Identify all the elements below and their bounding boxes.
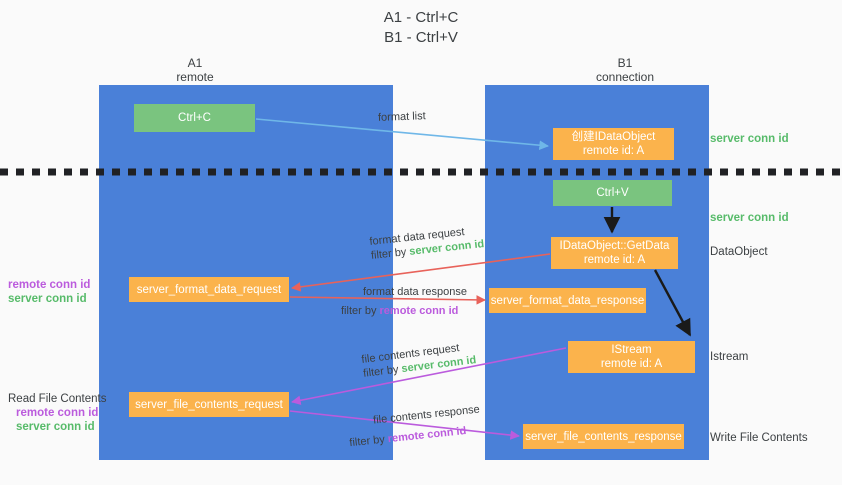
filter-value-remote-conn-id: remote conn id (387, 425, 467, 446)
annotation-dataobject: DataObject (710, 246, 768, 258)
annotation-server-conn-id-top: server conn id (710, 133, 789, 145)
box-create-idataobject-line2: remote id: A (582, 145, 645, 157)
box-server-format-data-request-label: server_format_data_request (136, 283, 282, 296)
annotation-server-conn-id-mid: server conn id (710, 212, 789, 224)
box-ctrl-v[interactable]: Ctrl+V (553, 180, 672, 206)
box-server-format-data-response-label: server_format_data_response (490, 294, 645, 307)
page-title: A1 - Ctrl+C B1 - Ctrl+V (0, 8, 842, 48)
annotation-conn-ids-upper: remote conn id server conn id (8, 278, 90, 306)
annotation-read-file-block: Read File Contents remote conn id server… (8, 392, 106, 434)
column-a1-role: remote (176, 70, 214, 84)
annotation-read-file-contents: Read File Contents (8, 393, 107, 405)
annotation-server-conn-id-2: server conn id (16, 421, 95, 433)
box-istream[interactable]: IStream remote id: A (568, 341, 695, 373)
title-line-2: B1 - Ctrl+V (384, 29, 458, 46)
box-server-format-data-response[interactable]: server_format_data_response (489, 288, 646, 313)
box-server-file-contents-response-label: server_file_contents_response (525, 430, 682, 443)
annotation-remote-conn-id-2: remote conn id (16, 407, 99, 419)
annotation-remote-conn-id-1: remote conn id (8, 279, 91, 291)
edge-label-format-list-text: format list (377, 110, 426, 124)
edge-label-format-data-response-line1: format data response (363, 286, 467, 298)
box-server-file-contents-response[interactable]: server_file_contents_response (523, 424, 684, 449)
annotation-istream: Istream (710, 351, 749, 363)
box-server-file-contents-request[interactable]: server_file_contents_request (129, 392, 289, 417)
filter-prefix: filter by (341, 305, 380, 317)
edge-label-format-data-response: format data response filter by remote co… (341, 285, 467, 318)
box-server-format-data-request[interactable]: server_format_data_request (129, 277, 289, 302)
box-create-idataobject[interactable]: 创建IDataObject remote id: A (553, 128, 674, 160)
column-b1-name: B1 (617, 56, 633, 70)
box-ctrl-c[interactable]: Ctrl+C (134, 104, 255, 132)
column-a1-name: A1 (187, 56, 203, 70)
box-create-idataobject-line1: 创建IDataObject (571, 131, 656, 143)
box-ctrl-v-label: Ctrl+V (596, 187, 629, 199)
box-istream-line1: IStream (611, 344, 652, 356)
edge-label-format-data-response-filter: filter by remote conn id (341, 304, 467, 318)
column-header-b1: B1 connection (540, 56, 710, 84)
box-ctrl-c-label: Ctrl+C (178, 112, 211, 124)
edge-label-format-list: format list (378, 109, 426, 125)
box-server-file-contents-request-label: server_file_contents_request (135, 398, 283, 411)
column-b1-role: connection (595, 70, 655, 84)
annotation-write-file-contents: Write File Contents (710, 432, 808, 444)
annotation-server-conn-id-1: server conn id (8, 293, 87, 305)
column-header-a1: A1 remote (120, 56, 270, 84)
filter-prefix: filter by (370, 245, 410, 262)
box-idataobject-getdata-line2: remote id: A (583, 254, 646, 266)
title-line-1: A1 - Ctrl+C (383, 9, 459, 26)
box-idataobject-getdata-line1: IDataObject::GetData (559, 240, 670, 252)
box-istream-line2: remote id: A (600, 358, 663, 370)
box-idataobject-getdata[interactable]: IDataObject::GetData remote id: A (551, 237, 678, 269)
filter-value-remote-conn-id: remote conn id (379, 305, 459, 317)
filter-prefix: filter by (362, 363, 403, 380)
